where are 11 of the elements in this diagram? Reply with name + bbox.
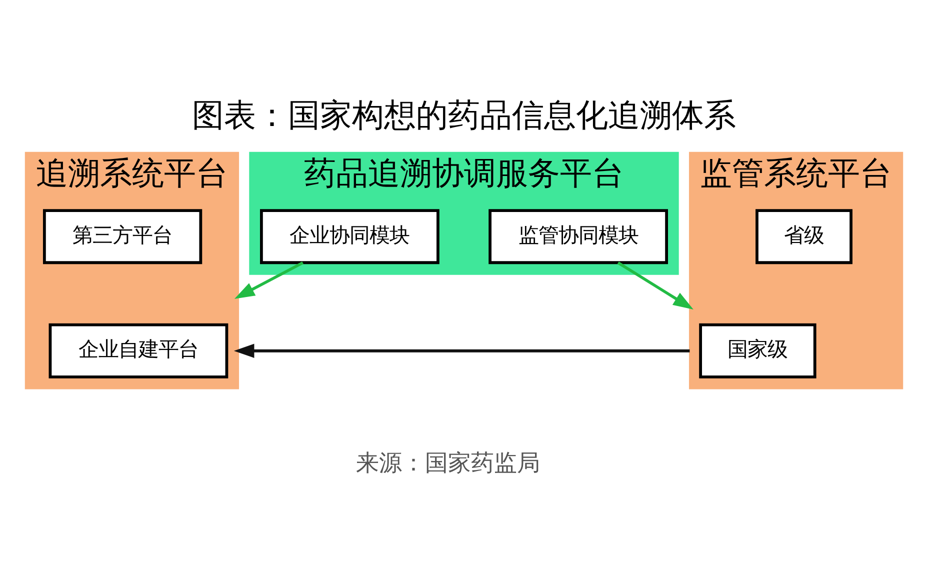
node-box: 企业协同模块 [260, 209, 440, 264]
arrow [234, 261, 304, 299]
node-box: 监管协同模块 [488, 209, 668, 264]
diagram-title: 图表：国家构想的药品信息化追溯体系 [192, 96, 736, 134]
caption: 来源：国家药监局 [356, 450, 540, 477]
node-box: 省级 [756, 209, 852, 264]
node-box: 国家级 [699, 323, 816, 378]
arrow [617, 262, 694, 310]
arrow [234, 344, 690, 358]
node-box: 企业自建平台 [48, 323, 228, 378]
node-box: 第三方平台 [42, 209, 202, 264]
